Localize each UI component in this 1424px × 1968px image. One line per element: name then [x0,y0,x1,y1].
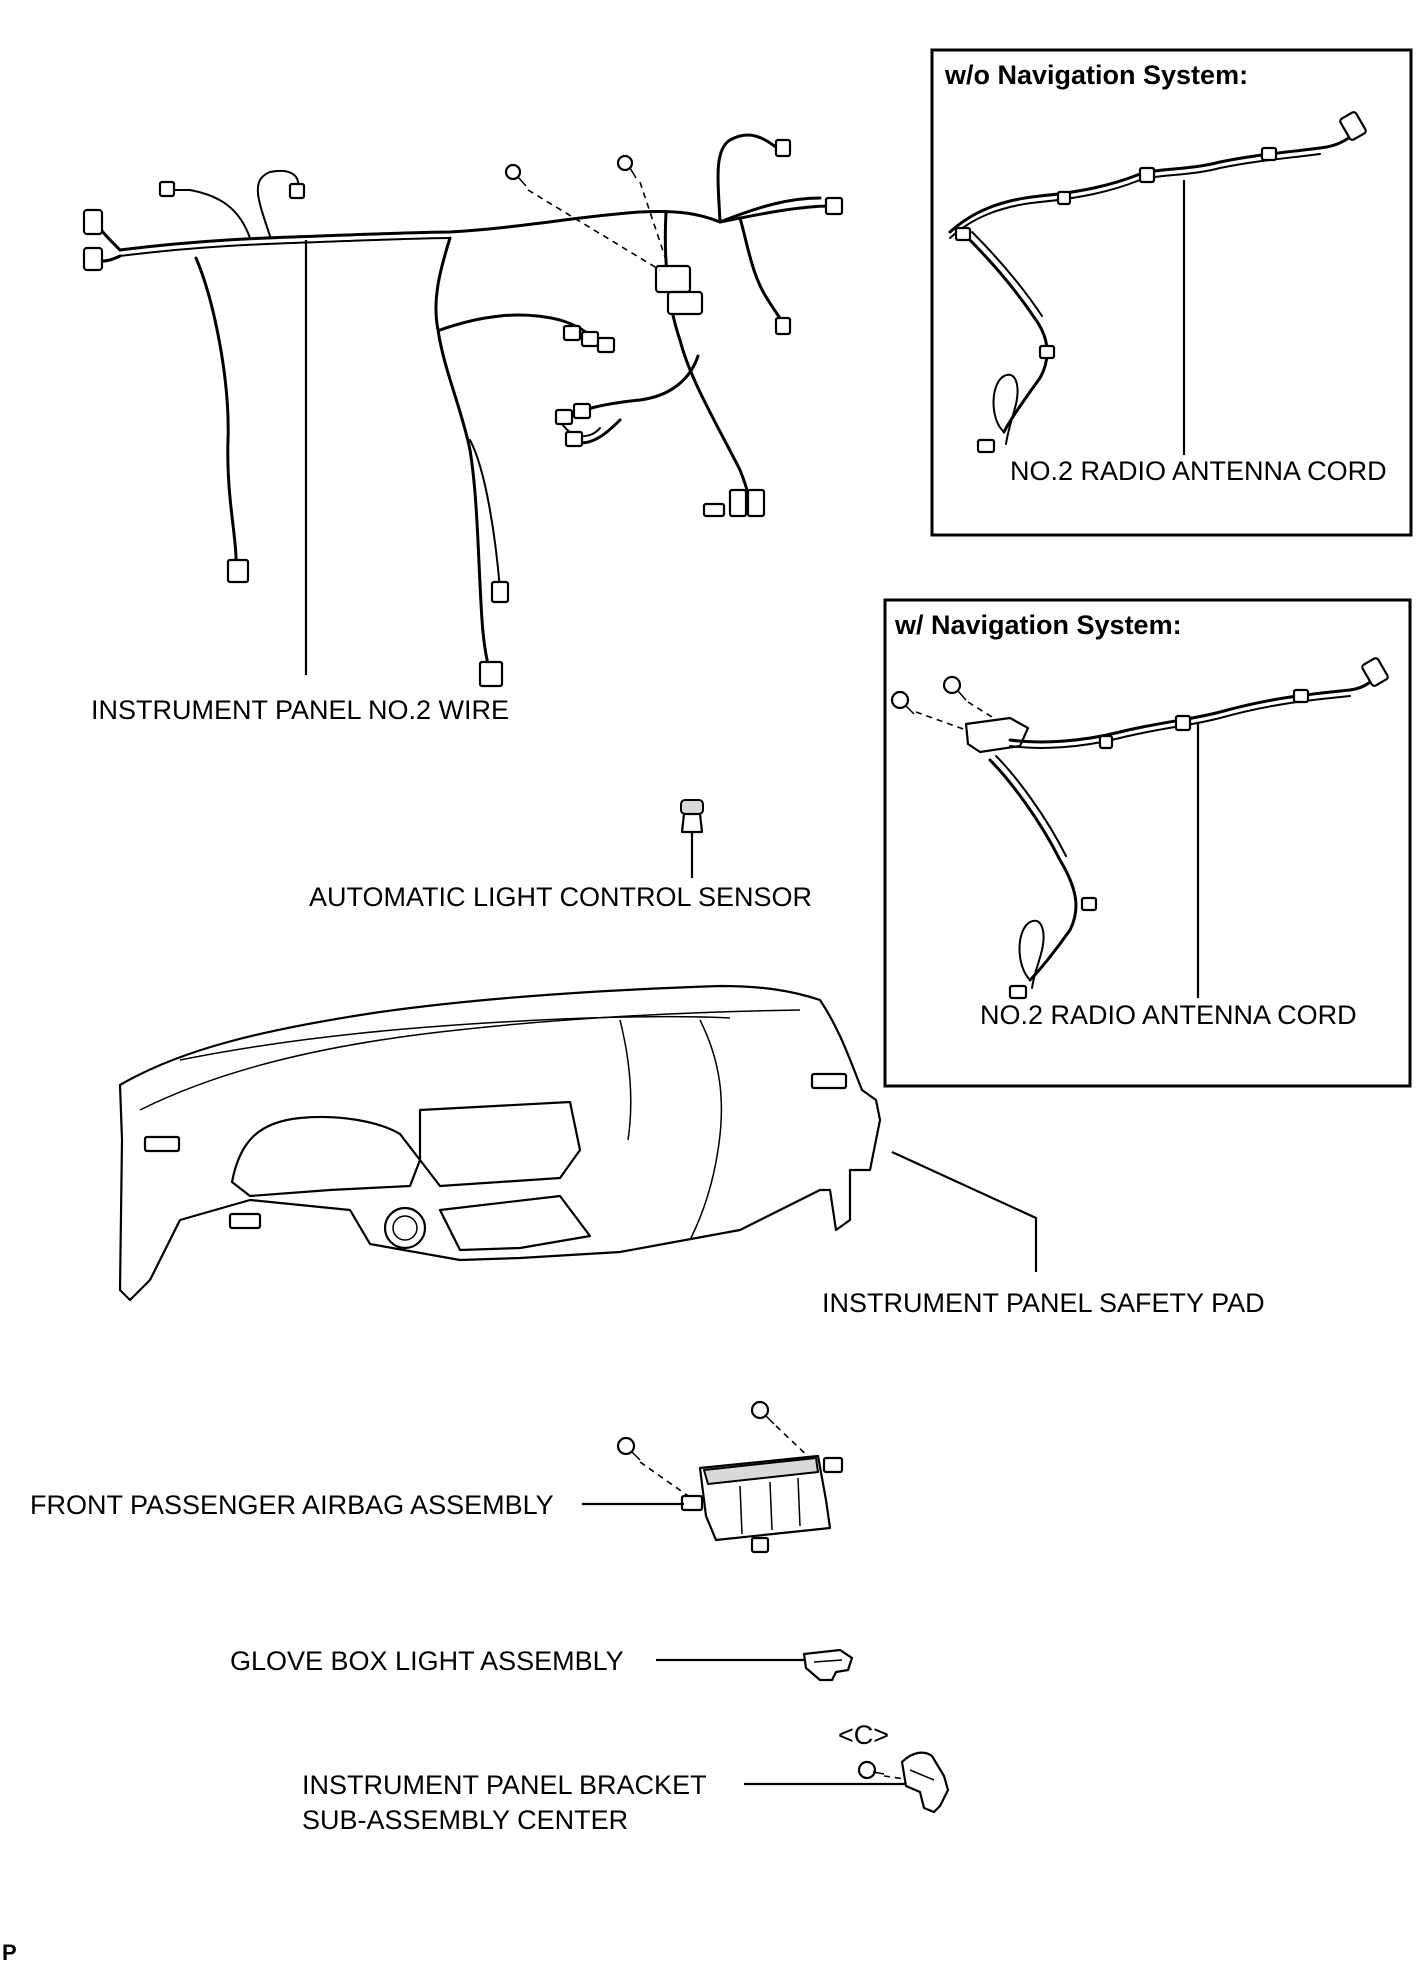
bracket-label-line2: SUB-ASSEMBLY CENTER [302,1805,628,1835]
bracket-drawing [857,1751,950,1814]
sensor-label: AUTOMATIC LIGHT CONTROL SENSOR [309,882,812,912]
without-nav-cord-label: NO.2 RADIO ANTENNA CORD [1010,456,1387,486]
bracket-code: <C> [838,1720,889,1750]
wire-label: INSTRUMENT PANEL NO.2 WIRE [91,695,509,725]
without-nav-box: w/o Navigation System: NO.2 RADIO ANTENN… [930,48,1413,537]
with-nav-box: w/ Navigation System: NO.2 RADIO ANTENNA… [883,598,1412,1088]
safety-pad-label: INSTRUMENT PANEL SAFETY PAD [822,1288,1265,1318]
airbag-label: FRONT PASSENGER AIRBAG ASSEMBLY [30,1490,554,1520]
airbag-drawing [616,1400,844,1554]
with-nav-frame [883,598,1412,1088]
with-nav-title: w/ Navigation System: [894,610,1182,640]
safety-pad-drawing [118,984,882,1302]
instrument-panel-wire-harness [82,133,844,688]
without-nav-title: w/o Navigation System: [944,60,1248,90]
without-nav-antenna-cord-drawing [948,111,1367,454]
with-nav-antenna-cord-drawing [890,657,1389,1000]
without-nav-frame [930,48,1413,537]
bracket-label-line1: INSTRUMENT PANEL BRACKET [302,1770,707,1800]
safety-pad-leader-line [891,1151,1038,1272]
with-nav-cord-label: NO.2 RADIO ANTENNA CORD [980,1000,1357,1030]
glove-light-drawing [802,1648,854,1682]
light-sensor-drawing [680,799,704,834]
page-mark: P [2,1940,17,1963]
glove-light-label: GLOVE BOX LIGHT ASSEMBLY [230,1646,624,1676]
